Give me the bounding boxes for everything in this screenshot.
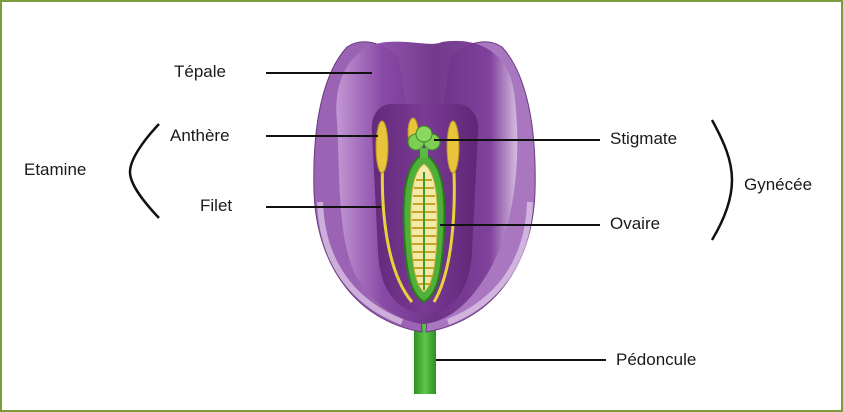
label-tepale: Tépale [174,62,226,82]
label-gynecee: Gynécée [744,175,812,195]
gynecee-brace [712,120,732,240]
label-filet: Filet [200,196,232,216]
anther-left [376,121,388,173]
label-ovaire: Ovaire [610,214,660,234]
label-stigmate: Stigmate [610,129,677,149]
anther-right [447,121,459,173]
label-etamine: Etamine [24,160,86,180]
etamine-brace [130,124,159,218]
label-pedoncule: Pédoncule [616,350,696,370]
label-anthere: Anthère [170,126,230,146]
